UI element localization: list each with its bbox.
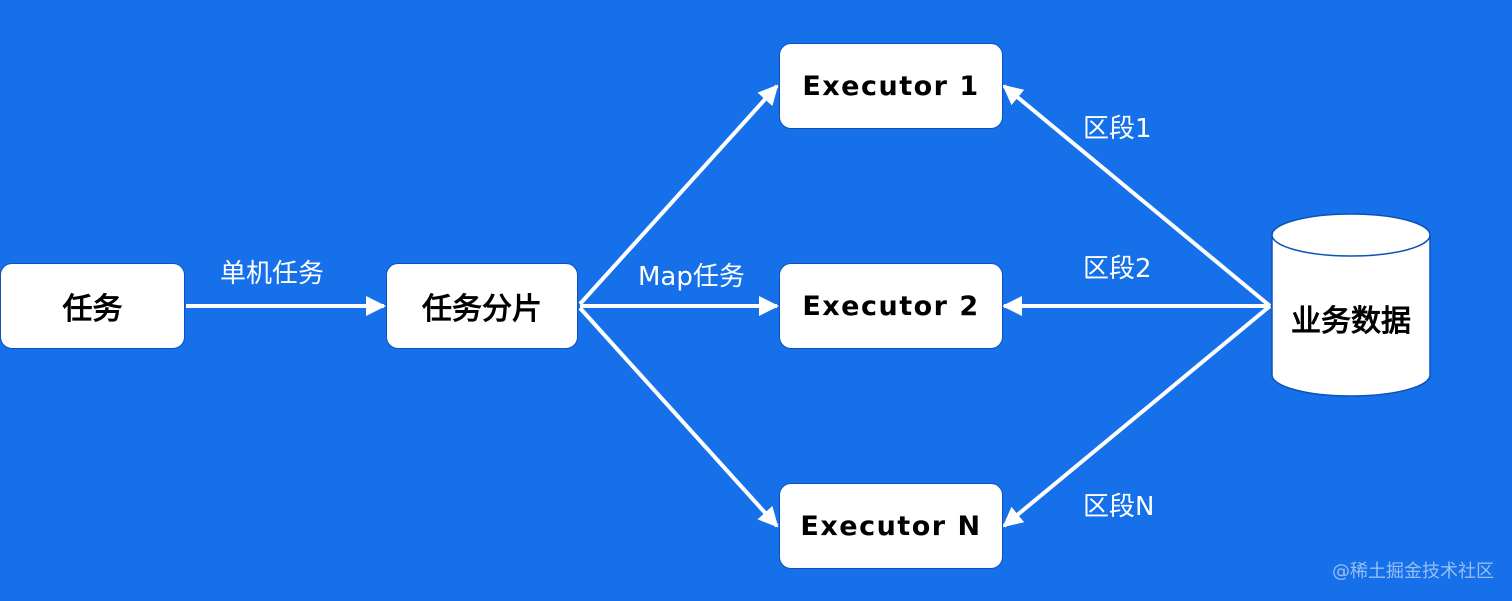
database-cylinder-icon (1271, 213, 1431, 397)
node-executor-2: Executor 2 (779, 263, 1003, 349)
node-task: 任务 (0, 263, 185, 349)
label-segment-n: 区段N (1083, 492, 1155, 522)
node-task-sharding: 任务分片 (386, 263, 578, 349)
arrow-sharding-to-executor-1 (578, 84, 779, 306)
label-segment-1: 区段1 (1083, 114, 1152, 144)
node-business-data-label: 业务数据 (1291, 304, 1411, 339)
label-single-task: 单机任务 (220, 259, 325, 289)
arrow-data-to-executor-n (1002, 304, 1272, 528)
arrow-data-to-executor-1 (1002, 84, 1272, 308)
node-executor-n: Executor N (779, 483, 1003, 569)
watermark: @稀土掘金技术社区 (1332, 561, 1494, 582)
arrow-sharding-to-executor-n (578, 306, 779, 528)
node-executor-1: Executor 1 (779, 43, 1003, 129)
label-map-task: Map任务 (638, 262, 745, 292)
label-segment-2: 区段2 (1083, 254, 1152, 284)
